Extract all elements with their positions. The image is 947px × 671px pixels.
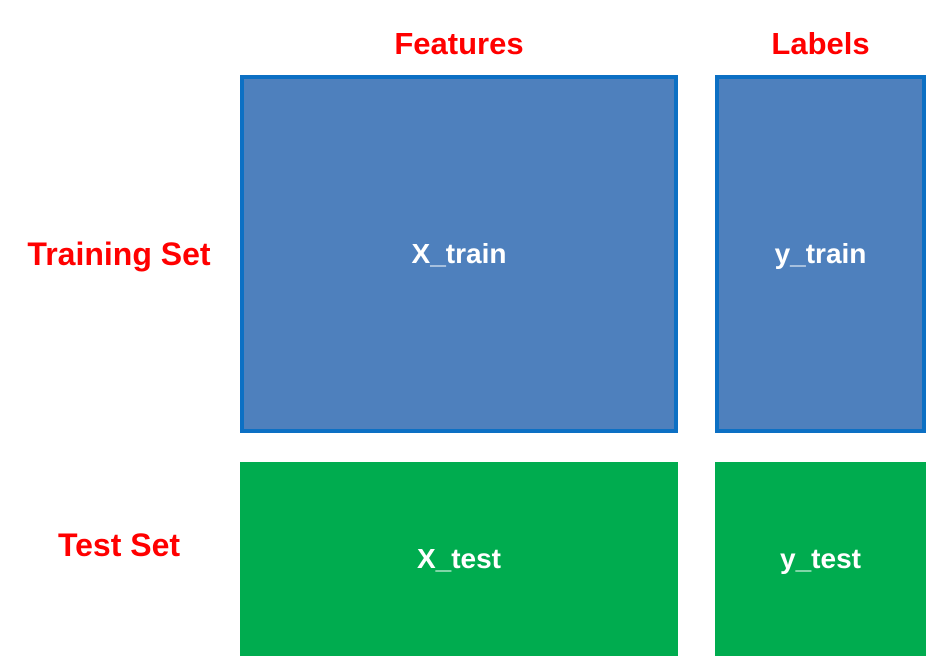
x-test-block: X_test: [240, 462, 678, 656]
training-set-row-header: Training Set: [27, 235, 211, 272]
x-train-label: X_train: [411, 238, 507, 269]
x-test-label: X_test: [416, 543, 502, 574]
y-train-block: y_train: [715, 75, 926, 433]
y-test-label: y_test: [780, 543, 861, 574]
labels-column-header: Labels: [771, 26, 870, 61]
y-train-label: y_train: [774, 238, 867, 269]
x-train-block: X_train: [240, 75, 678, 433]
y-test-block: y_test: [715, 462, 926, 656]
test-set-row-header: Test Set: [57, 526, 181, 563]
features-column-header: Features: [394, 26, 524, 61]
